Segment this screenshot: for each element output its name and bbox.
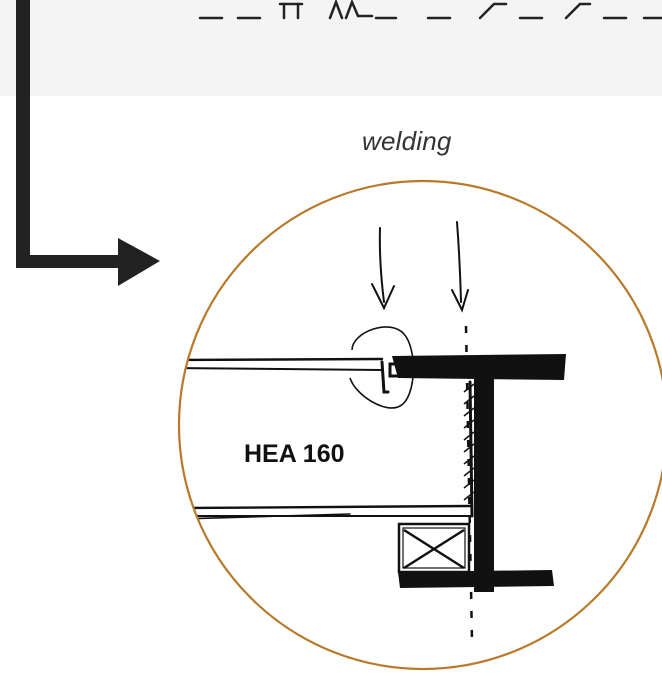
welding-label: welding <box>362 126 452 156</box>
packing-block <box>397 522 471 574</box>
detail-circle <box>177 179 662 671</box>
load-arrows <box>371 221 469 313</box>
profile-label: HEA 160 <box>244 440 345 468</box>
weld-hatch <box>463 383 475 501</box>
pointer-arrow <box>16 0 160 286</box>
weld-highlight-circle <box>349 326 415 409</box>
column-i-section <box>388 354 566 592</box>
center-axis <box>464 325 474 641</box>
beam-hea160 <box>180 357 474 520</box>
top-sketch-strokes <box>198 0 662 20</box>
